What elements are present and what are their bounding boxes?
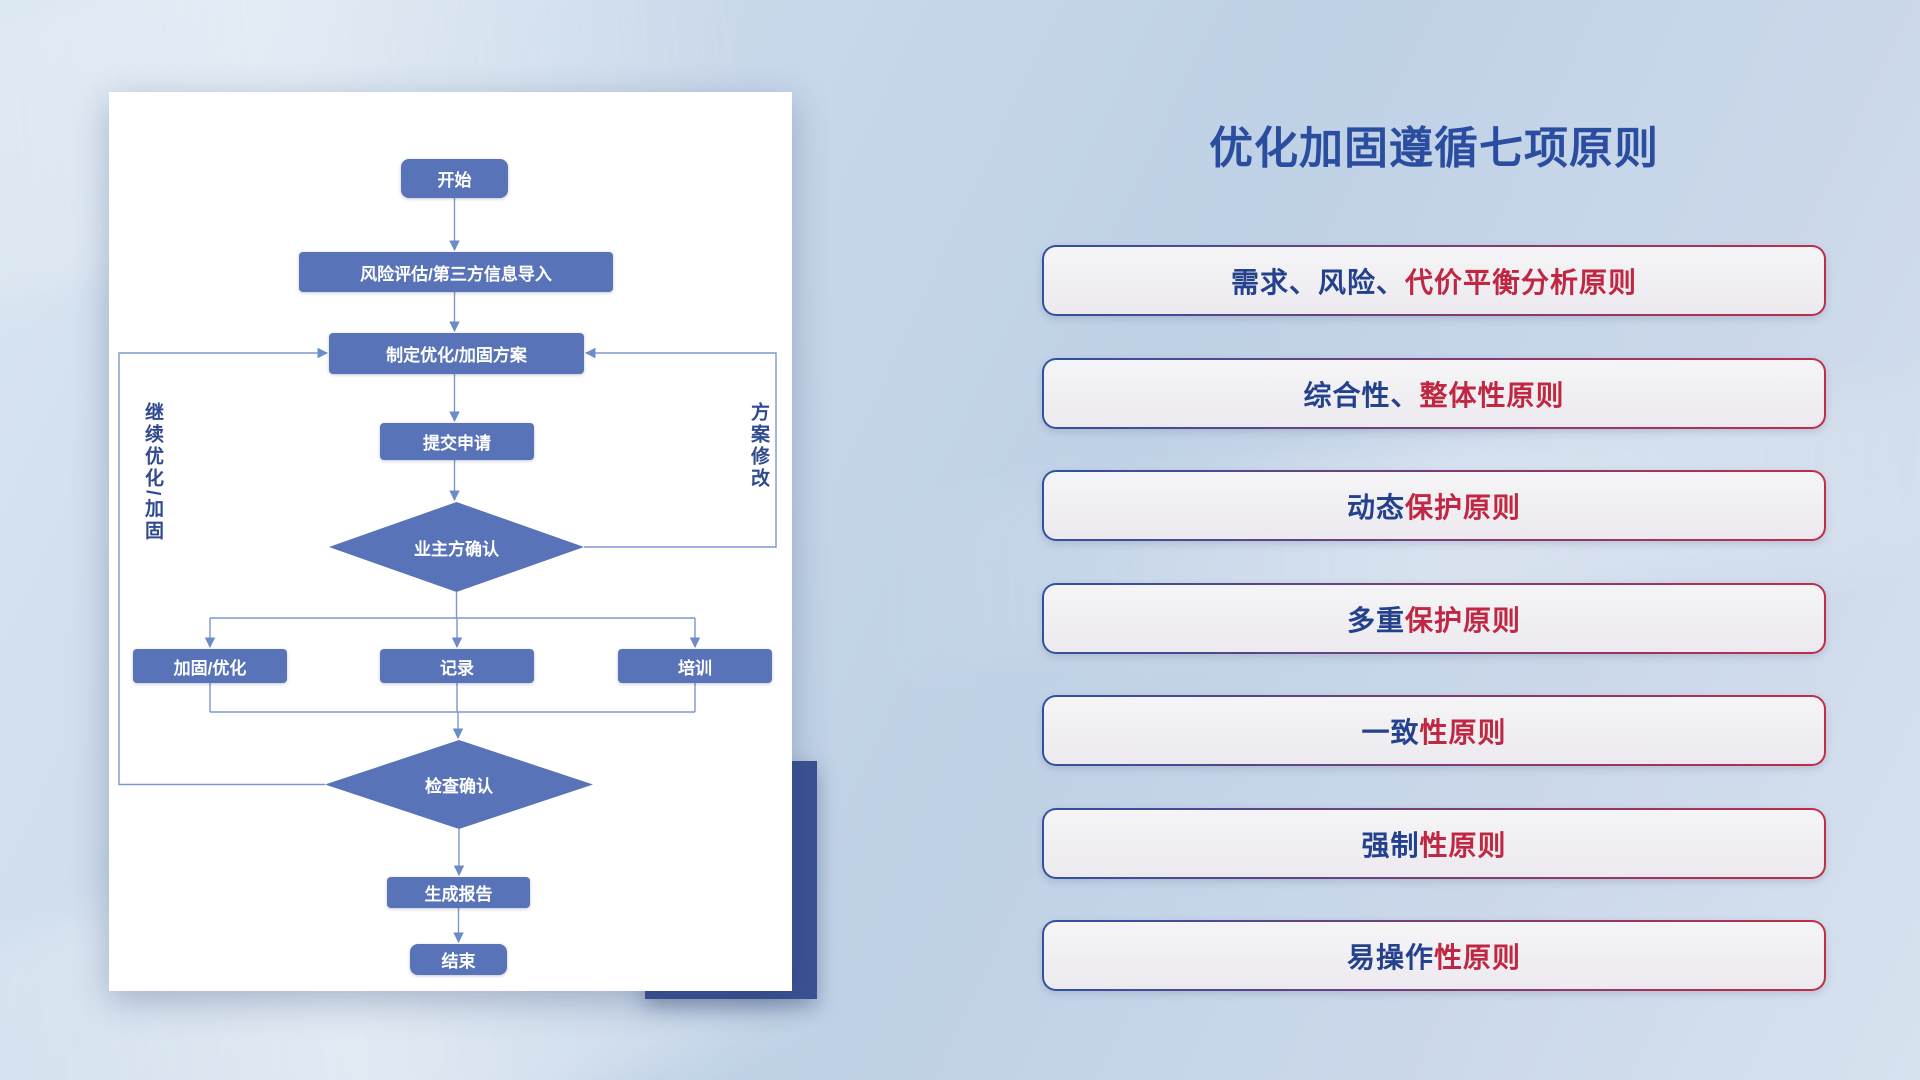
principle-text: 动态保护原则 <box>1044 472 1824 539</box>
principle-text: 强制性原则 <box>1044 810 1824 877</box>
principle-text: 需求、风险、代价平衡分析原则 <box>1044 247 1824 314</box>
principle-pill: 易操作性原则 <box>1042 920 1826 991</box>
principle-text-lead: 易操作 <box>1346 941 1434 973</box>
principle-text: 多重保护原则 <box>1044 585 1824 652</box>
principle-text: 综合性、整体性原则 <box>1044 360 1824 427</box>
flow-label-continue-optimize: 继续优化/加固 <box>142 402 163 543</box>
principle-text-tail: 性原则 <box>1434 941 1522 973</box>
flow-node-training: 培训 <box>618 649 772 683</box>
principle-text-lead: 强制 <box>1361 829 1420 861</box>
page-title: 优化加固遵循七项原则 <box>1209 124 1659 173</box>
connector-lines <box>118 198 777 944</box>
flow-node-submit-application: 提交申请 <box>380 423 534 460</box>
principle-text: 易操作性原则 <box>1044 922 1824 989</box>
principle-text-lead: 一致 <box>1361 716 1420 748</box>
principle-text-tail: 整体性原则 <box>1419 379 1565 411</box>
principle-text-lead: 动态 <box>1346 491 1405 523</box>
principle-pill: 多重保护原则 <box>1042 583 1826 654</box>
principle-pill: 一致性原则 <box>1042 695 1826 766</box>
flow-node-risk-assessment: 风险评估/第三方信息导入 <box>299 252 613 292</box>
principle-text-tail: 保护原则 <box>1405 491 1522 523</box>
principle-text-lead: 多重 <box>1346 604 1405 636</box>
flow-node-end: 结束 <box>410 944 507 975</box>
principle-text-tail: 保护原则 <box>1405 604 1522 636</box>
principle-pill: 动态保护原则 <box>1042 470 1826 541</box>
flow-node-record: 记录 <box>380 649 534 683</box>
flowchart-connectors <box>118 198 777 944</box>
principle-pill: 强制性原则 <box>1042 808 1826 879</box>
flow-node-start: 开始 <box>401 159 508 198</box>
principle-pill: 需求、风险、代价平衡分析原则 <box>1042 245 1826 316</box>
principle-text-tail: 代价平衡分析原则 <box>1405 266 1638 298</box>
flow-node-make-plan: 制定优化/加固方案 <box>329 333 584 374</box>
principle-text-lead: 需求、风险、 <box>1230 266 1405 298</box>
principle-text-tail: 性原则 <box>1419 716 1507 748</box>
flowchart-card: 开始 风险评估/第三方信息导入 制定优化/加固方案 提交申请 业主方确认 加固/… <box>109 92 792 991</box>
principle-text-lead: 综合性、 <box>1303 379 1420 411</box>
principle-text: 一致性原则 <box>1044 697 1824 764</box>
flow-label-plan-modify: 方案修改 <box>748 402 769 490</box>
principle-pill: 综合性、整体性原则 <box>1042 358 1826 429</box>
principle-text-tail: 性原则 <box>1419 829 1507 861</box>
flow-node-reinforce-optimize: 加固/优化 <box>133 649 287 683</box>
flow-node-generate-report: 生成报告 <box>387 877 530 908</box>
